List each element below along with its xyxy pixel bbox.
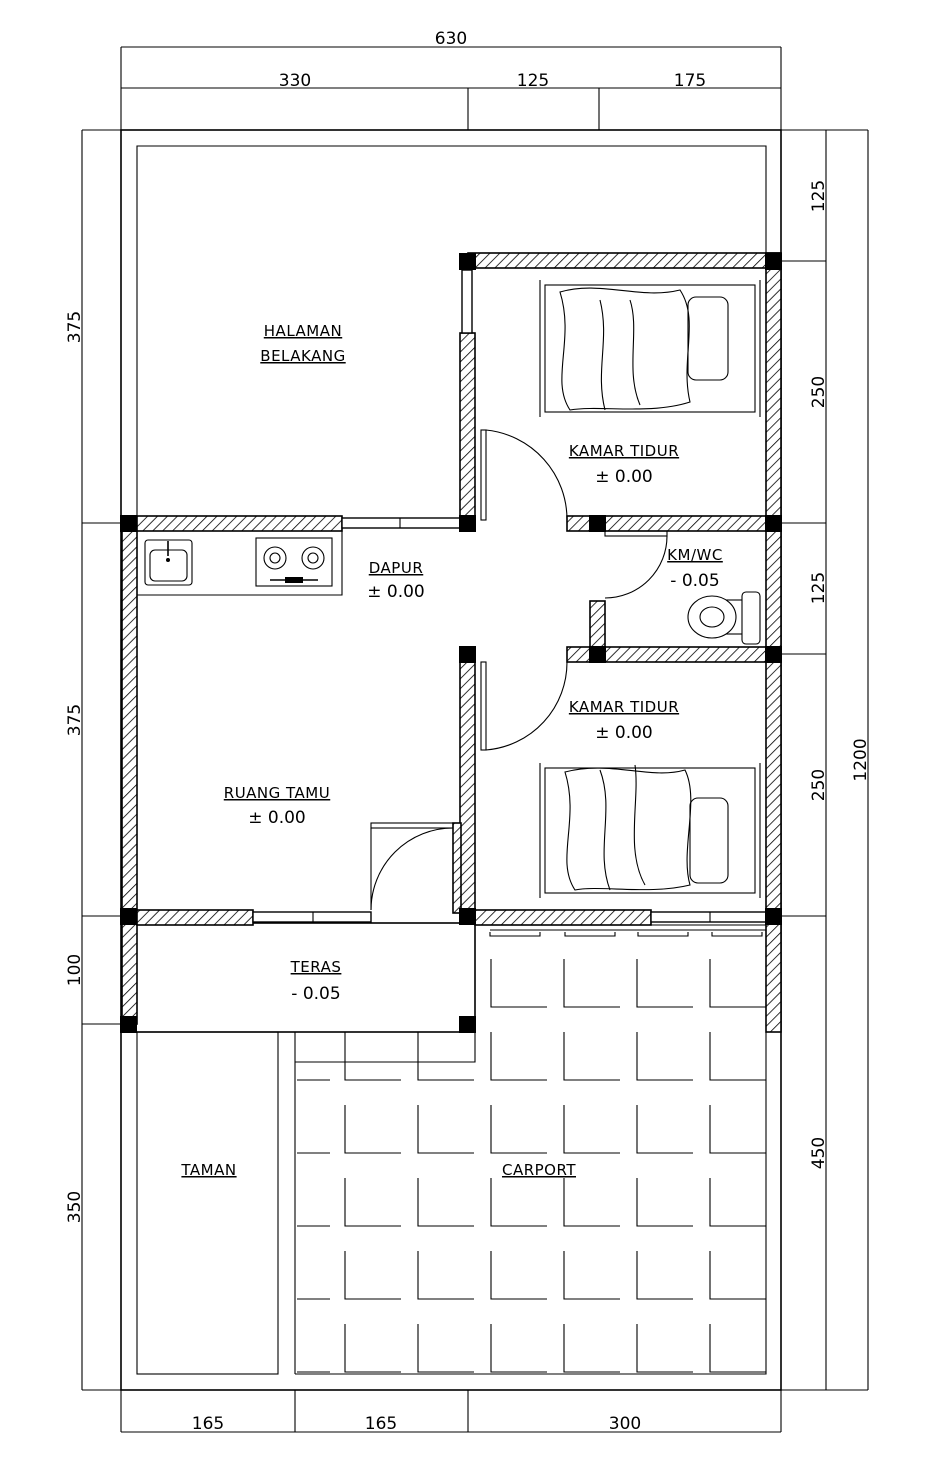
paving-tile [344,1324,401,1373]
paving-edge [564,932,616,937]
dim-bottom-seg-2: 165 [365,1414,397,1434]
site-boundary [120,129,782,1391]
paving-tile [344,1032,401,1081]
paving-edge [637,932,689,937]
level-kamar-tidur-1: ± 0.00 [595,467,653,487]
label-kamar-tidur-2: KAMAR TIDUR [569,698,679,716]
paving-tile [636,1324,693,1373]
dim-left-seg-2: 375 [65,704,85,736]
dim-left-seg-3: 100 [65,954,85,986]
paving-tile [563,1324,620,1373]
level-kamar-tidur-2: ± 0.00 [595,723,653,743]
dim-top-total: 630 [435,29,467,49]
paving-tile [563,1105,620,1154]
paving-tile [490,959,547,1008]
paving-tile [636,1178,693,1227]
dim-right-total: 1200 [851,738,871,781]
label-dapur: DAPUR [369,559,424,577]
paving-tile [490,1105,547,1154]
bed-icon-2 [539,763,761,898]
carport-paving [297,932,766,1373]
doors [370,429,668,911]
paving-edge [711,932,763,937]
paving-tile [709,959,766,1008]
paving-tile [636,1032,693,1081]
dim-left-seg-1: 375 [65,311,85,343]
paving-tile [490,1251,547,1300]
columns [120,253,782,1033]
dim-top-seg-1: 330 [279,71,311,91]
paving-edge [489,932,541,937]
paving-tile [417,1178,474,1227]
paving-tile [344,1251,401,1300]
paving-tile [709,1105,766,1154]
toilet-icon [687,591,761,645]
paving-tile [709,1251,766,1300]
level-dapur: ± 0.00 [367,582,425,602]
paving-tile [636,959,693,1008]
paving-tile [344,1178,401,1227]
paving-tile [490,1324,547,1373]
label-halaman-1: HALAMAN [264,322,342,340]
paving-tile [417,1032,474,1081]
paving-tile [636,1251,693,1300]
paving-tile [563,1251,620,1300]
dim-right-seg-4: 250 [809,769,829,801]
paving-tile [563,959,620,1008]
windows [252,269,767,931]
paving-tile [709,1178,766,1227]
dimension-lines [81,46,869,1433]
dim-top-seg-2: 125 [517,71,549,91]
paving-tile [709,1032,766,1081]
dim-bottom-seg-3: 300 [609,1414,641,1434]
paving-tile [417,1105,474,1154]
dim-right-seg-2: 250 [809,376,829,408]
paving-tile [490,1178,547,1227]
dim-right-seg-1: 125 [809,180,829,212]
label-kmwc: KM/WC [667,546,723,564]
level-kmwc: - 0.05 [670,571,719,591]
kitchen-counter [137,531,343,596]
paving-tile [417,1251,474,1300]
label-kamar-tidur-1: KAMAR TIDUR [569,442,679,460]
label-ruang-tamu: RUANG TAMU [224,784,330,802]
paving-tile [636,1105,693,1154]
level-teras: - 0.05 [291,984,340,1004]
paving-tile [344,1105,401,1154]
dim-right-seg-3: 125 [809,572,829,604]
paving-tile [417,1324,474,1373]
dim-top-seg-3: 175 [674,71,706,91]
dim-left-seg-4: 350 [65,1191,85,1223]
paving-tile [563,1032,620,1081]
bed-icon-1 [539,280,761,417]
paving-tile [709,1324,766,1373]
label-carport: CARPORT [502,1161,576,1179]
label-teras: TERAS [290,958,342,976]
dim-bottom-seg-1: 165 [192,1414,224,1434]
stove-icon [255,537,333,587]
level-ruang-tamu: ± 0.00 [248,808,306,828]
label-taman: TAMAN [180,1161,236,1179]
paving-tile [490,1032,547,1081]
label-halaman-2: BELAKANG [260,347,345,365]
paving-tile [563,1178,620,1227]
dim-right-seg-5: 450 [809,1137,829,1169]
